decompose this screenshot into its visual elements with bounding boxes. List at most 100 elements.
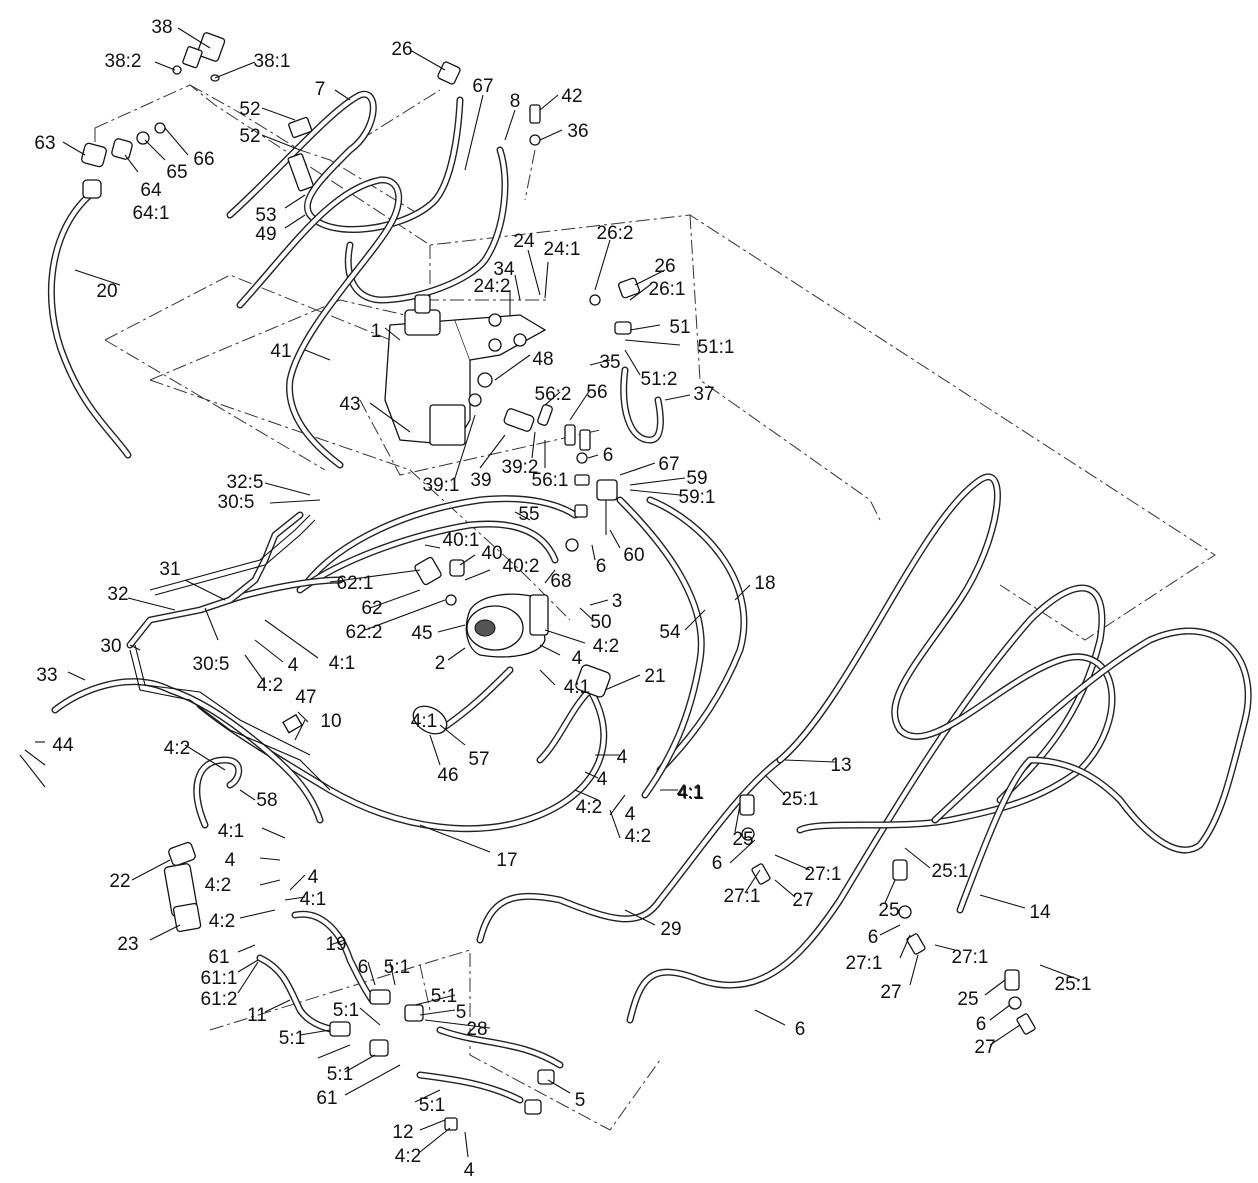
hose-19: [291, 910, 376, 1004]
hose-57: [193, 756, 243, 829]
callout-leader-lines: [19, 27, 1081, 1158]
callout-label: 67: [658, 454, 679, 475]
callout-label: 51:2: [641, 369, 678, 390]
hose-13: [776, 473, 1116, 834]
callout-label: 13: [830, 755, 851, 776]
hose-14: [931, 627, 1252, 914]
hoses: [47, 90, 1252, 1104]
callout-label: 6: [712, 853, 723, 874]
callout-label: 44: [52, 735, 74, 756]
callout-label: 66: [193, 149, 214, 170]
callout-label: 25: [957, 989, 978, 1010]
callout-label: 60: [623, 545, 644, 566]
fittings: [81, 32, 1036, 1131]
callout-label: 30:5: [193, 654, 230, 675]
callout-label: 4:2: [164, 738, 190, 759]
hose-12: [416, 1071, 524, 1104]
callout-label: 51:1: [698, 337, 735, 358]
callout-label: 1: [371, 321, 382, 342]
callout-label: 59:1: [679, 487, 716, 508]
callout-label: 51: [669, 317, 690, 338]
callout-label: 47: [295, 687, 316, 708]
pump-45: [465, 593, 549, 658]
callout-label: 4:2: [257, 675, 283, 696]
callout-label: 62: [361, 598, 382, 619]
callout-label: 57: [468, 749, 489, 770]
hose-7: [226, 90, 464, 233]
callout-label: 4: [288, 655, 299, 676]
callout-label: 40: [481, 543, 502, 564]
hose-37: [620, 366, 664, 444]
callout-label: 22: [109, 871, 130, 892]
callout-label: 5:1: [327, 1064, 353, 1085]
callout-label: 24: [513, 231, 535, 252]
hose-11: [256, 954, 344, 1034]
callout-label: 64:1: [133, 203, 170, 224]
callout-label: 36: [567, 121, 588, 142]
callout-label: 4: [464, 1160, 475, 1181]
callout-label: 26:2: [597, 223, 634, 244]
hose-68: [296, 520, 559, 594]
callout-label: 56: [586, 382, 607, 403]
callout-label: 6: [976, 1014, 987, 1035]
callout-label: 35: [599, 352, 620, 373]
callout-label: 37: [693, 384, 714, 405]
callout-label: 24:1: [544, 239, 581, 260]
callout-label: 62:2: [346, 622, 383, 643]
callout-label: 28: [466, 1019, 487, 1040]
callout-label: 53: [255, 205, 276, 226]
callout-label: 6: [795, 1019, 806, 1040]
callout-label: 58: [256, 790, 277, 811]
callout-label: 30: [100, 636, 121, 657]
callout-label: 5:1: [431, 986, 457, 1007]
callout-label: 61: [316, 1088, 337, 1109]
callout-label: 29: [660, 919, 681, 940]
callout-label: 5:1: [384, 957, 410, 978]
callout-label: 26: [654, 256, 675, 277]
callout-label: 4:1: [564, 677, 590, 698]
callout-label: 68: [550, 571, 571, 592]
callout-label: 4:1: [218, 821, 244, 842]
callout-label: 12: [392, 1122, 413, 1143]
callout-label: 34: [493, 259, 515, 280]
callout-label: 49: [255, 224, 276, 245]
callout-label: 5: [575, 1090, 586, 1111]
callout-label: 3: [612, 591, 623, 612]
callout-label: 25: [732, 829, 753, 850]
callout-label: 40:1: [443, 530, 480, 551]
callout-label: 55: [518, 504, 539, 525]
callout-label: 11: [247, 1005, 267, 1026]
callout-label: 31: [159, 559, 180, 580]
callout-label: 38:1: [254, 51, 291, 72]
callout-label: 27: [974, 1037, 995, 1058]
hose-21: [536, 686, 594, 764]
callout-label: 4:2: [205, 875, 231, 896]
callout-label: 27:1: [724, 886, 761, 907]
callout-label: 62:1: [337, 573, 374, 594]
callout-label: 30:5: [218, 492, 255, 513]
callout-label: 39: [470, 470, 491, 491]
callout-label: 4: [625, 804, 636, 825]
callout-label: 24:2: [474, 276, 511, 297]
callout-label: 25:1: [782, 789, 819, 810]
callout-label: 4:2: [395, 1146, 421, 1167]
callout-label: 27:1: [846, 953, 883, 974]
callout-label: 25: [878, 900, 899, 921]
callout-label: 7: [315, 79, 326, 100]
callout-label: 23: [117, 934, 138, 955]
callout-label: 19: [325, 934, 346, 955]
callout-label: 25:1: [932, 861, 969, 882]
callout-label: 50: [590, 612, 611, 633]
callout-label: 65: [166, 162, 187, 183]
callout-label: 54: [659, 622, 681, 643]
callout-label: 26: [391, 39, 412, 60]
callout-label: 4:1: [677, 782, 703, 803]
callout-label: 59: [686, 468, 707, 489]
callout-label: 56:1: [532, 470, 569, 491]
callout-label: 56:2: [535, 384, 572, 405]
hose-41: [236, 176, 403, 469]
callout-label: 4: [572, 648, 583, 669]
callout-label: 32:5: [227, 472, 264, 493]
callout-label: 4: [308, 867, 319, 888]
